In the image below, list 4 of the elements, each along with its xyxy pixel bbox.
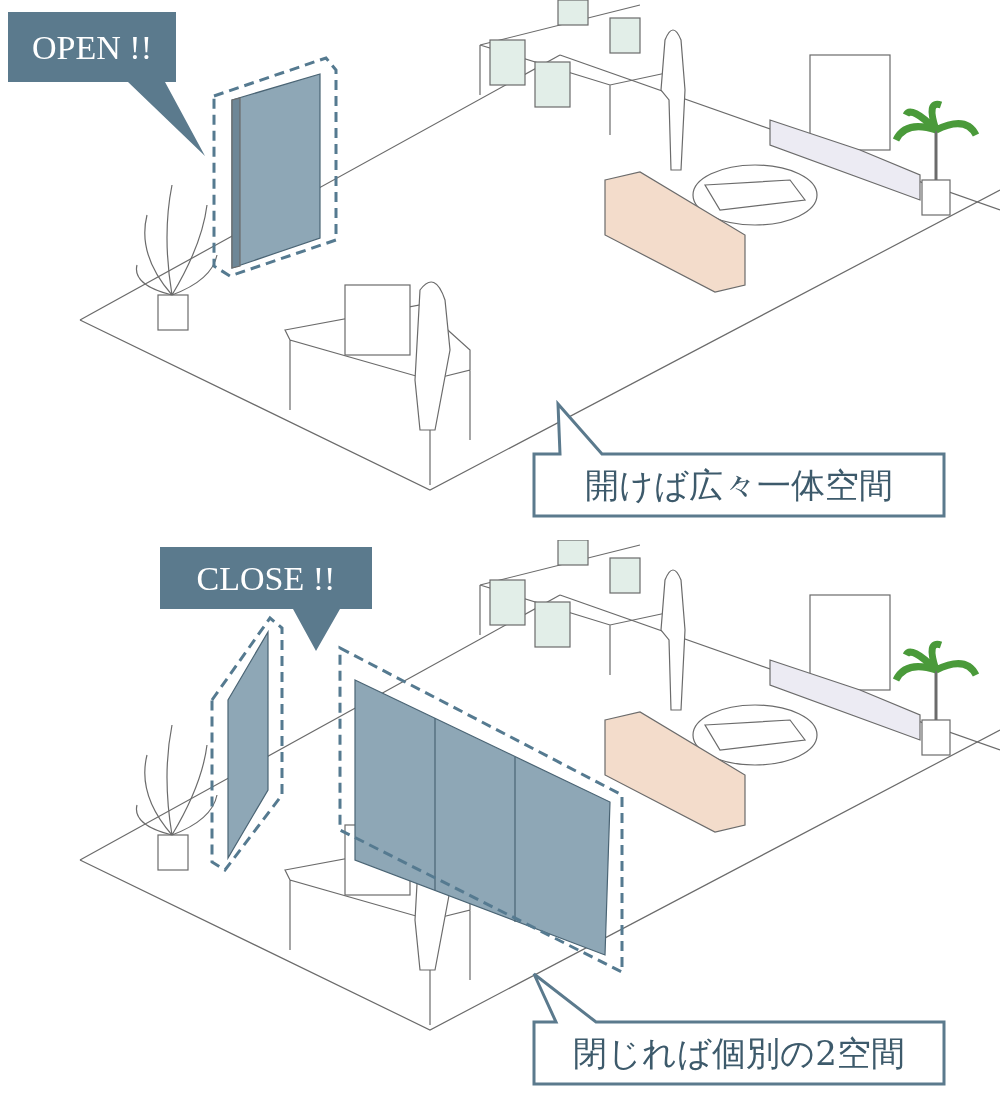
callout-text: 開けば広々一体空間 [585,463,893,507]
callout-text: 閉じれば個別の2空間 [573,1031,905,1075]
callout-text: CLOSE !! [196,558,336,599]
callout-text: OPEN !! [32,27,152,68]
